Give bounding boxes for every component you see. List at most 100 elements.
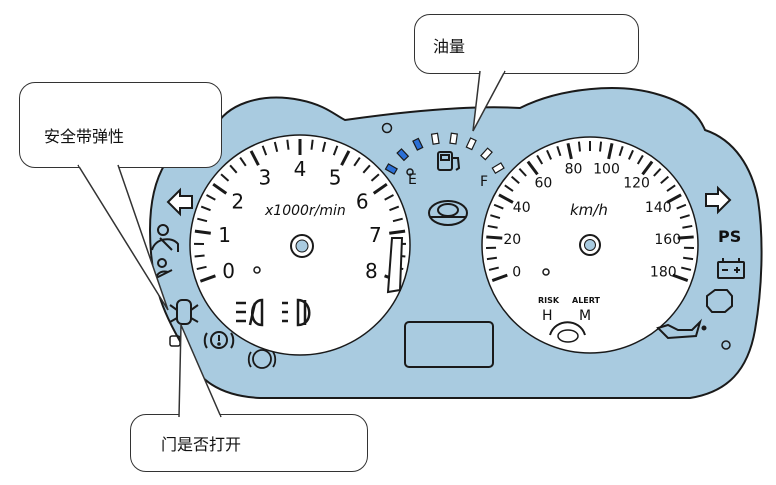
speedometer-tick [486,235,503,240]
speedometer-tick [493,203,504,210]
speedometer-tick [491,273,508,282]
tachometer-tick-label: 3 [259,166,272,190]
speedometer-unit: km/h [570,201,608,219]
fuel-empty-label: E [408,172,417,188]
tachometer-tick-label: 0 [222,259,235,283]
fuel-level-bar [396,148,410,162]
risk-label: RISK [538,296,560,305]
seatbelt-warning-icon [151,224,179,252]
fuel-level-bar [491,162,505,175]
tachometer-tick [229,164,238,174]
callout-door-text: 门是否打开 [161,435,242,454]
tachometer-tick-label: 8 [365,259,378,283]
tachometer-tick [310,139,314,150]
tachometer-tick-label: 4 [294,157,307,181]
m-label: M [579,308,591,324]
door-open-icon [169,299,199,325]
speedometer-tick [677,235,694,240]
speedometer-tick [556,145,562,157]
speedometer-tick [510,175,520,184]
fuel-level-bar [480,147,493,161]
odometer-reset-icon [549,321,586,336]
speedometer-tick [546,149,553,160]
tachometer-tick [197,217,208,223]
tachometer-tick-label: 1 [218,223,231,247]
alert-label: ALERT [572,296,601,305]
callout-fuel: 油量 [414,14,639,132]
fuel-level-bar [449,132,458,145]
fuel-level-bar [412,137,424,151]
tachometer-tick [321,141,327,152]
callout-fuel-text: 油量 [433,37,466,56]
speedometer-tick [536,154,544,165]
power-steering-label: PS [718,227,741,246]
tachometer-tick [200,205,211,212]
tachometer-tick-label: 5 [329,166,342,190]
speedometer-tick [607,143,614,160]
front-fog-light-icon [236,298,264,327]
callout-seatbelt-text: 安全带弹性 [44,127,125,146]
speedometer-tick [498,193,514,204]
tachometer-tick [389,205,400,212]
speedometer-tick [676,203,687,210]
tachometer-tick [220,173,230,182]
tachometer-tick [194,254,205,258]
odometer-display [404,321,494,368]
speedometer-tick [641,160,654,176]
tachometer-redline [386,237,404,294]
tachometer-tick [273,141,279,152]
speedometer-tick [653,167,662,177]
tachometer-tick [370,173,380,182]
fuel-level-bar [430,132,440,145]
speedometer-tick [636,154,644,165]
speedometer-tick [599,141,603,152]
tachometer-tick-label: 6 [356,189,369,213]
speedometer-tick [577,141,581,152]
fuel-pump-icon [437,151,461,171]
speedometer-tick [488,266,499,271]
speedometer-tick [518,167,527,177]
tachometer-tick [194,229,211,235]
tachometer-tick [362,164,371,174]
tachometer-tick [384,194,394,201]
security-indicator-icon [428,200,468,226]
tachometer-tick [332,145,339,156]
speedometer-tick [682,256,694,261]
tachometer-tick-label: 2 [231,189,244,213]
speedometer-tick-label: 60 [535,175,553,191]
right-turn-signal-icon [705,185,732,215]
tachometer-tick [392,217,403,223]
speedometer-tick-label: 20 [503,232,521,248]
speedometer-tick [666,184,676,192]
speedometer-tick-label: 120 [623,175,650,191]
speedometer-tick [486,256,498,261]
h-label: H [542,308,553,324]
speedometer-tick-label: 0 [512,265,521,281]
engine-check-icon [706,289,733,313]
callout-door: 门是否打开 [130,324,368,472]
speedometer-tick [682,224,693,229]
fuel-level-bar [465,137,477,151]
tachometer-tick [389,229,406,235]
speedometer-tick [618,145,624,157]
speedometer-tick [627,149,634,160]
callout-seatbelt: 安全带弹性 [19,82,222,311]
tachometer-tick [239,156,247,167]
battery-warning-icon [717,258,745,279]
fuel-level-bar [384,163,398,175]
speedometer-tick-label: 80 [565,162,583,178]
speedometer-tick [681,266,692,271]
speedometer-tick [666,193,682,204]
tachometer-tick-label: 7 [369,223,382,247]
oil-pressure-icon [656,318,707,340]
speedometer-tick-label: 140 [645,200,672,216]
speedometer-tick-label: 40 [513,200,531,216]
tachometer-tick [340,150,351,166]
abs-warning-icon [247,349,277,369]
speedometer-tick-label: 180 [650,265,677,281]
brake-warning-icon [203,331,235,349]
speedometer-tick [672,273,689,282]
tachometer-unit: x1000r/min [264,203,346,219]
speedometer-tick [504,184,514,192]
speedometer-tick [526,160,539,176]
